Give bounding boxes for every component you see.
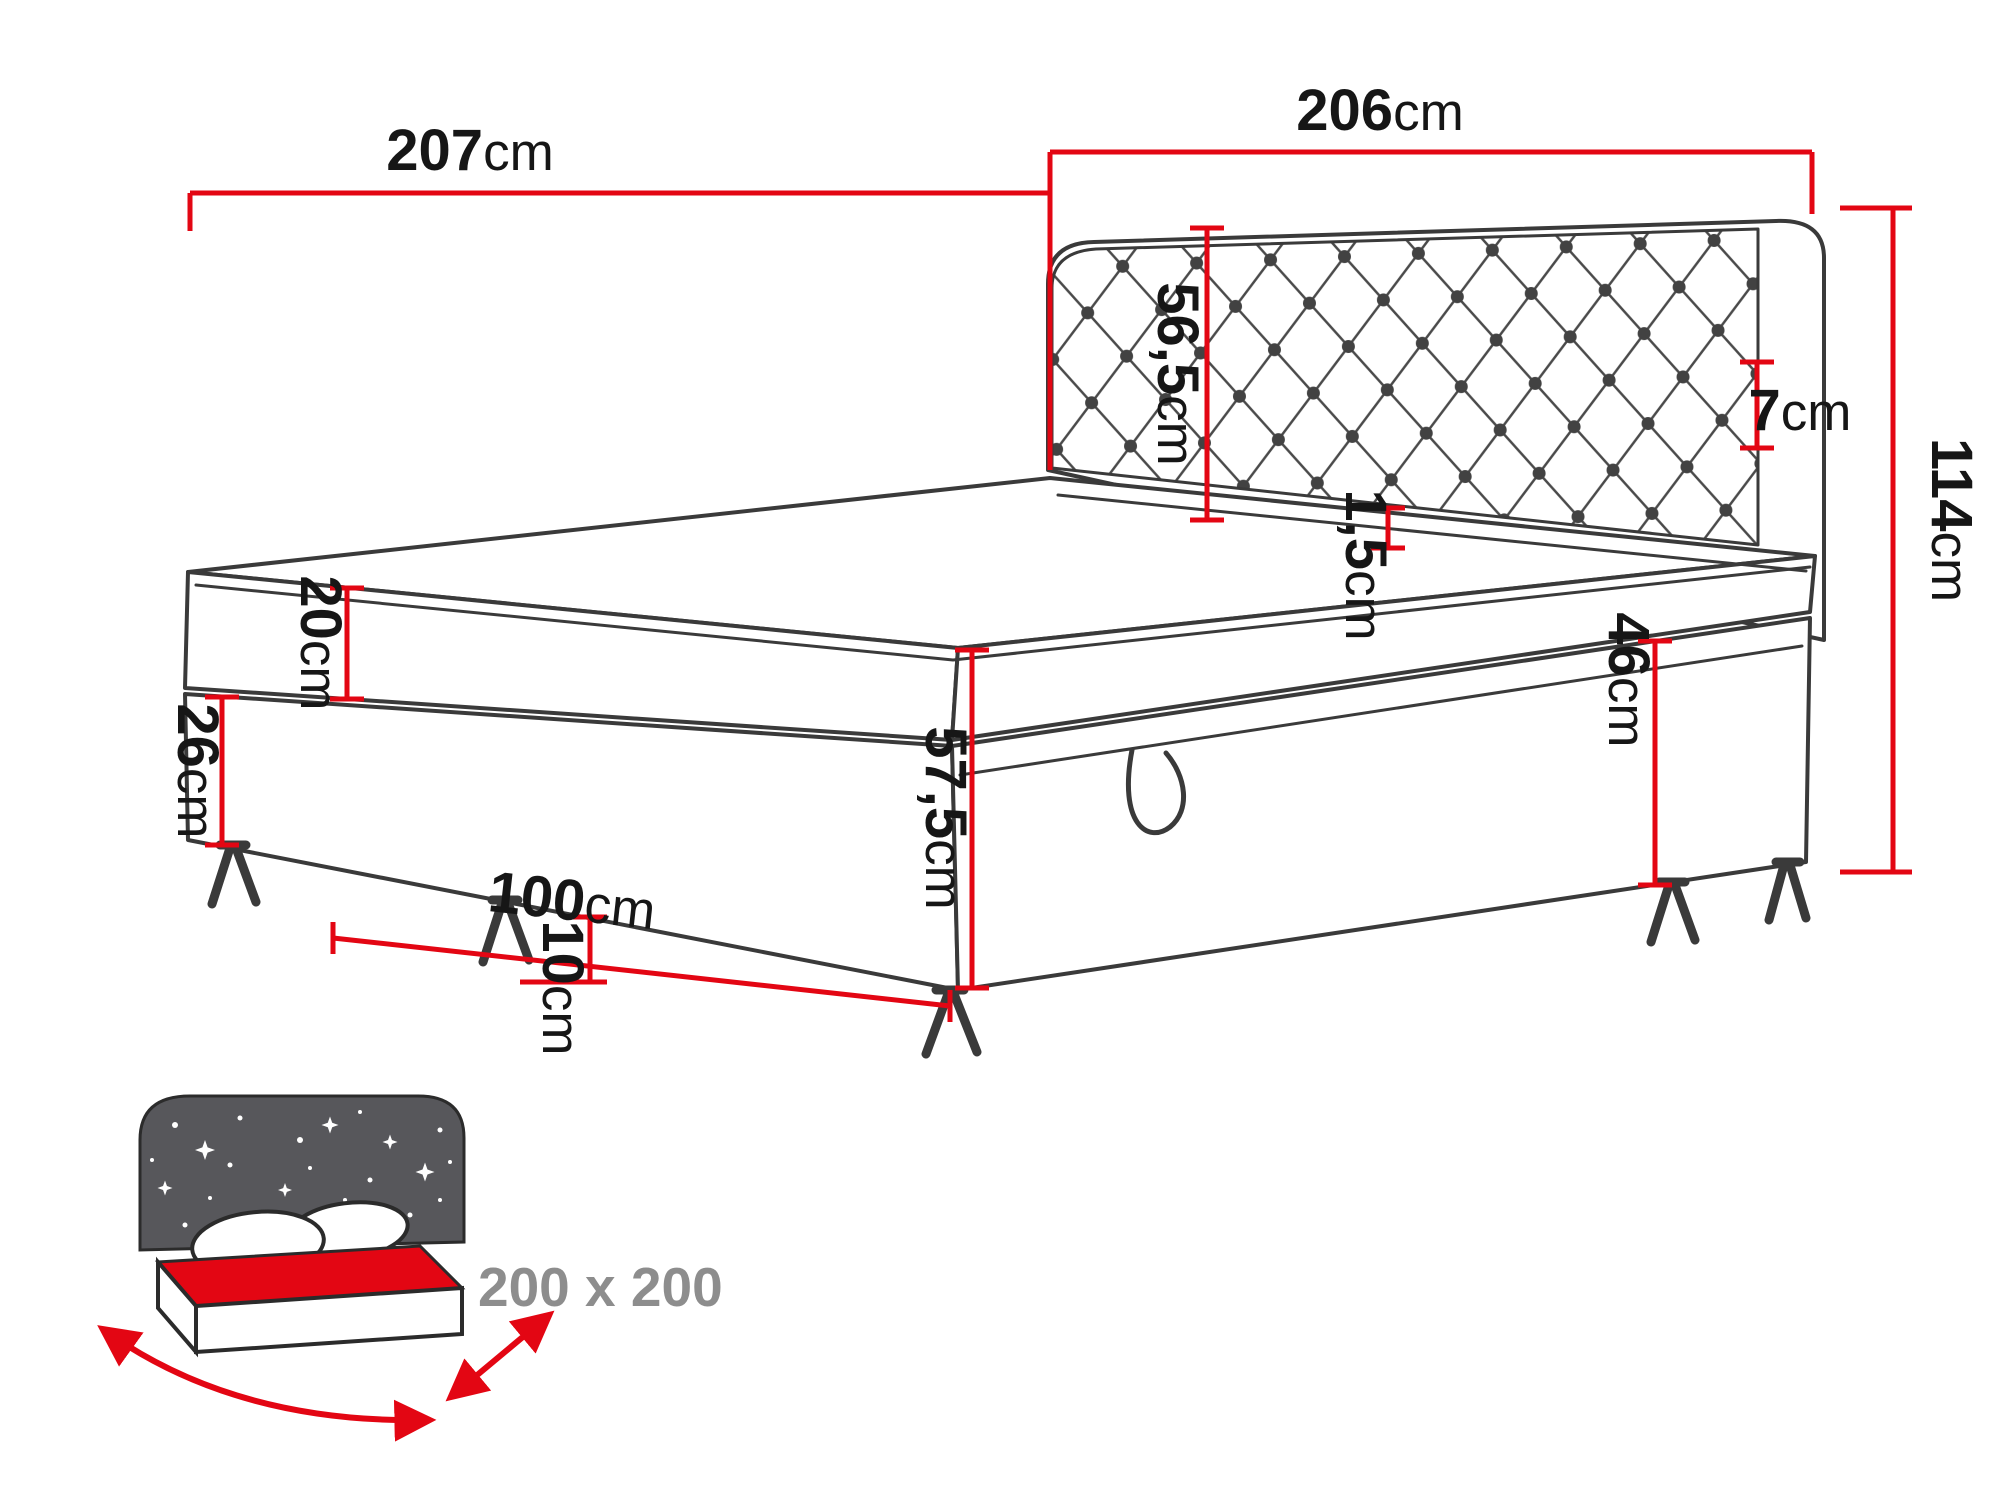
dim-line-topper-height bbox=[1371, 505, 1405, 551]
size-badge-label: 200 x 200 bbox=[478, 1256, 723, 1318]
dim-line-base-front-height bbox=[205, 694, 239, 848]
mattress-side-band bbox=[950, 554, 1817, 742]
star-icon bbox=[278, 1183, 292, 1197]
base-side-face bbox=[950, 616, 1812, 992]
star-icon bbox=[195, 1140, 215, 1160]
dim-line-headboard-depth bbox=[1740, 359, 1774, 451]
dim-line-storage-length bbox=[330, 922, 953, 1022]
icon-width-arrow bbox=[97, 1325, 437, 1442]
dim-line-front-corner-height bbox=[955, 647, 989, 991]
dim-front-corner-height-label: 57,5cm bbox=[913, 726, 978, 910]
dim-width-label: 206cm bbox=[1296, 78, 1463, 143]
dim-length-label: 207cm bbox=[386, 118, 553, 183]
dim-base-side-height-label: 46cm bbox=[1596, 612, 1661, 747]
mattress bbox=[183, 476, 1817, 742]
star-icon bbox=[321, 1116, 339, 1134]
mattress-piping-seam bbox=[194, 565, 1812, 662]
dim-storage-length-label: 100cm bbox=[485, 859, 659, 942]
dim-line-base-side-height bbox=[1638, 638, 1672, 888]
bed-leg bbox=[1764, 857, 1811, 925]
dim-line-total-height bbox=[1840, 205, 1912, 875]
dim-headboard-depth-label: 7cm bbox=[1749, 378, 1852, 443]
dim-leg-height-label: 10cm bbox=[530, 920, 595, 1055]
dimension-labels: 207cm 206cm 114cm 7cm 56,5cm 20cm 26cm 1… bbox=[165, 78, 1984, 1056]
dimension-lines bbox=[187, 149, 1912, 1022]
dim-line-mattress-height bbox=[330, 585, 364, 702]
storage-seam bbox=[958, 644, 1804, 777]
dim-line-length bbox=[187, 152, 1053, 470]
dim-line-headboard-height bbox=[1190, 225, 1224, 523]
bed-leg bbox=[478, 895, 534, 967]
dim-base-front-height-label: 26cm bbox=[165, 703, 230, 838]
dim-topper-height-label: 1,5cm bbox=[1333, 489, 1398, 640]
dim-total-height-label: 114cm bbox=[1919, 438, 1984, 602]
size-icon: 200 x 200 bbox=[97, 1094, 723, 1442]
dim-line-width bbox=[1050, 149, 1815, 214]
bed-illustration bbox=[183, 218, 1826, 1059]
star-icon bbox=[157, 1180, 173, 1196]
bed-base bbox=[183, 616, 1812, 992]
dim-headboard-height-label: 56,5cm bbox=[1145, 282, 1210, 466]
topper-seam bbox=[1056, 493, 1808, 573]
dim-line-leg-height bbox=[520, 914, 607, 985]
storage-handle-loop bbox=[1125, 747, 1186, 836]
bed-leg bbox=[1646, 877, 1700, 947]
icon-depth-arrow bbox=[445, 1310, 555, 1402]
star-icon bbox=[382, 1134, 398, 1150]
star-icon bbox=[415, 1162, 435, 1182]
dim-mattress-height-label: 20cm bbox=[288, 575, 353, 710]
